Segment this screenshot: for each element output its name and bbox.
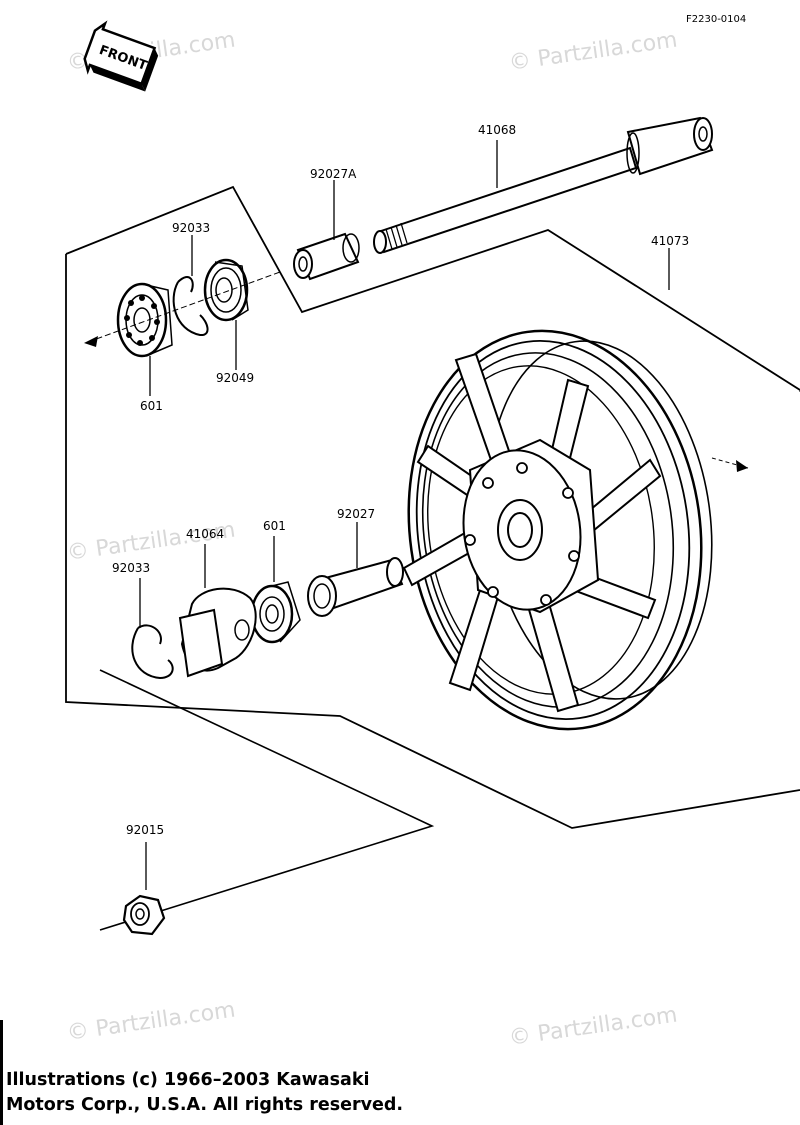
label-circlip-bottom: 92033 [112,561,150,575]
collar-b [307,557,404,617]
label-oil-seal: 92049 [216,371,254,385]
oil-seal [203,258,249,322]
label-bearing-mid: 601 [263,519,286,533]
arrow-right-icon [736,460,748,472]
axle [373,116,714,254]
part-labels: 41068 92027A 92033 41073 601 92049 41064… [112,123,689,837]
wheel [402,329,713,731]
label-wheel: 41073 [651,234,689,248]
label-gear-housing: 41064 [186,527,224,541]
label-collar-b: 92027 [337,507,375,521]
watermark-3: © Partzilla.com [65,518,237,566]
leader-lines [139,140,670,890]
label-axle: 41068 [478,123,516,137]
label-nut: 92015 [126,823,164,837]
circlip-bottom [131,624,174,680]
copyright-line-2: Motors Corp., U.S.A. All rights reserved… [6,1095,404,1115]
nut-reference-line [99,669,435,931]
left-edge-bar [0,1020,3,1125]
copyright-line-1: Illustrations (c) 1966–2003 Kawasaki [6,1070,370,1090]
copyright-notice: Illustrations (c) 1966–2003 Kawasaki Mot… [6,1068,506,1118]
bearing-mid [250,581,301,644]
figure-code: F2230-0104 [686,14,746,25]
circlip-top [172,276,209,336]
label-collar-a: 92027A [310,167,357,181]
watermark-2: © Partzilla.com [507,28,679,76]
label-bearing-top: 601 [140,399,163,413]
arrow-left-icon [84,336,98,347]
watermark-5: © Partzilla.com [507,1003,679,1051]
front-arrow-icon: FRONT [83,20,159,92]
gear-housing [178,587,257,678]
watermark-4: © Partzilla.com [65,998,237,1046]
bearing-top [116,282,173,358]
nut [122,894,166,936]
label-circlip-top: 92033 [172,221,210,235]
assembly-frame [65,185,800,829]
collar-a [293,232,360,281]
